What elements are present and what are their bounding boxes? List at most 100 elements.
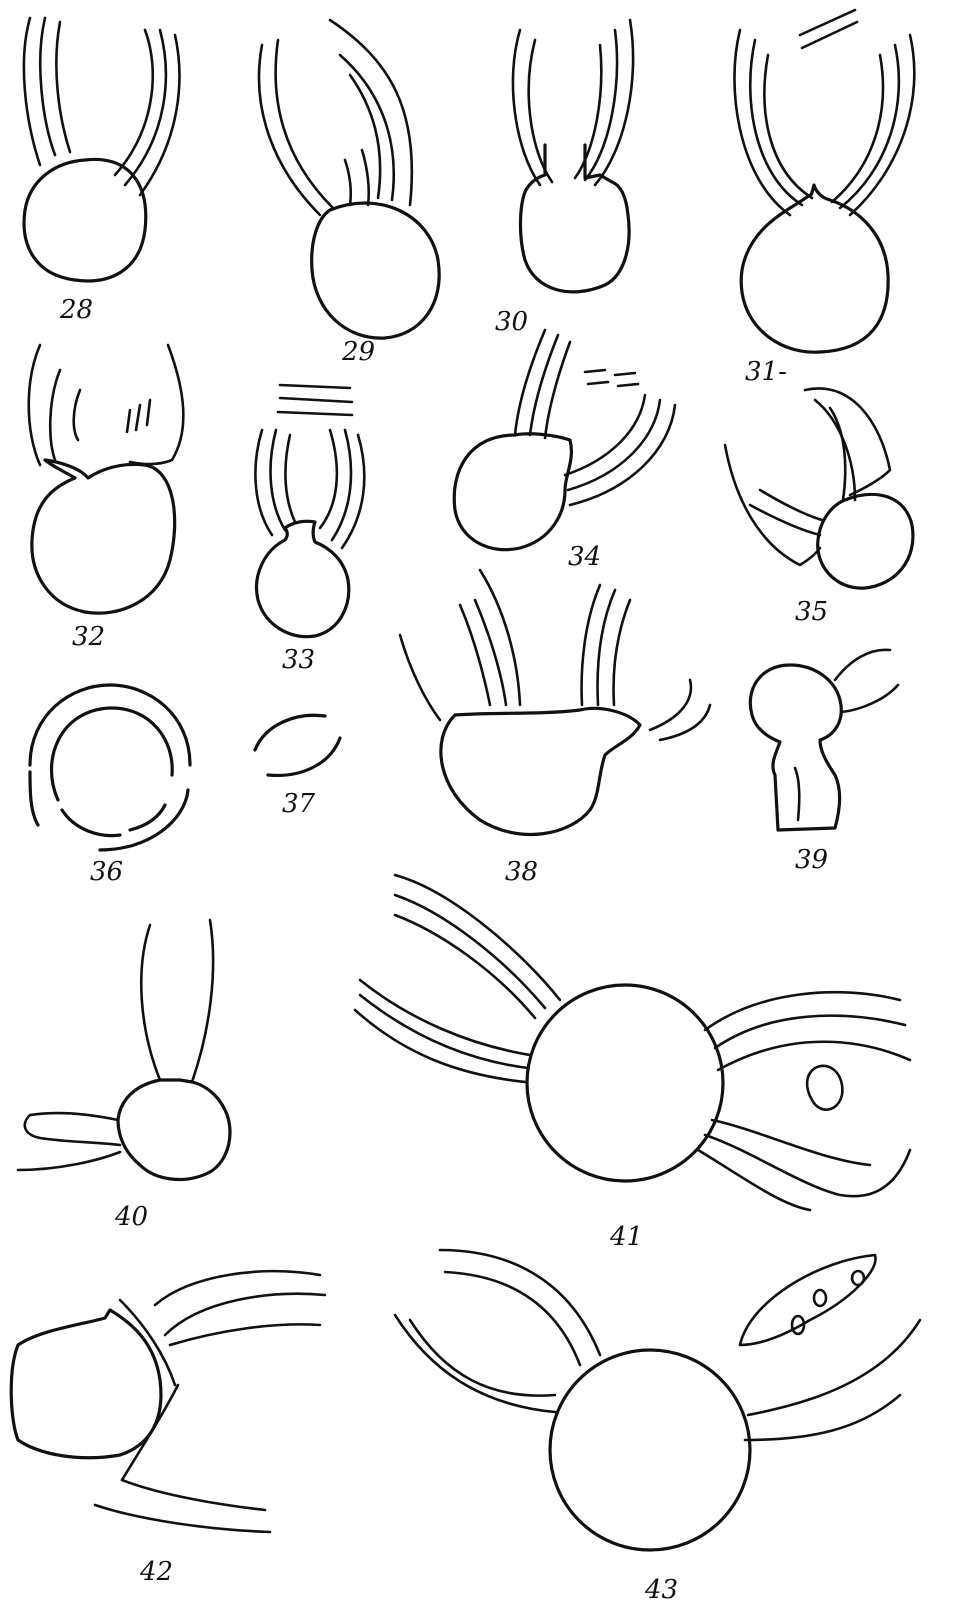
figure-37: 37	[255, 715, 340, 819]
figure-43: 43	[395, 1250, 920, 1605]
figure-34-fragment	[618, 384, 638, 386]
figure-40-lobe	[18, 1152, 120, 1170]
figure-31: 31-	[734, 10, 914, 387]
figure-41-hypha	[698, 1150, 810, 1210]
figure-36-ring-outer	[30, 772, 38, 825]
figure-29-label: 29	[341, 337, 375, 367]
figure-41-hypha	[712, 1120, 870, 1165]
figure-34-fragment	[588, 382, 608, 384]
figure-33-hypha	[320, 430, 337, 528]
figure-34-hypha	[565, 395, 645, 475]
figure-43-hypha	[740, 1255, 876, 1345]
figure-42-hypha	[95, 1505, 270, 1532]
figure-33-fragment	[280, 398, 352, 402]
figure-41-hypha	[395, 875, 560, 1000]
figure-31-hypha	[764, 55, 812, 198]
figure-43-hypha	[440, 1250, 600, 1355]
figure-41-hypha	[360, 980, 530, 1055]
figure-28-label: 28	[59, 295, 93, 325]
figure-33-body	[257, 521, 349, 636]
figure-28-hypha	[24, 18, 40, 165]
figure-34-body	[454, 434, 571, 550]
figure-32: 32	[29, 345, 184, 652]
figure-31-body	[741, 185, 888, 352]
figure-32-hypha	[29, 345, 40, 465]
figure-38-hypha	[650, 680, 691, 730]
figure-40-label: 40	[114, 1202, 148, 1232]
figure-43-hypha	[395, 1315, 555, 1412]
figure-43-hypha	[745, 1395, 900, 1440]
figure-32-fragment	[127, 410, 130, 432]
figure-31-fragment	[802, 22, 857, 48]
figure-29-hypha	[276, 40, 333, 208]
figure-40-stalk	[141, 925, 160, 1080]
figure-34-label: 34	[568, 542, 601, 572]
figure-30-hypha	[529, 40, 552, 182]
figure-34-hypha	[530, 335, 558, 435]
figure-30-hypha	[513, 30, 540, 185]
figure-32-body	[32, 460, 175, 613]
figure-28-hypha	[140, 35, 179, 195]
figure-40-lobe	[25, 1113, 120, 1145]
figure-32-fragment	[136, 405, 140, 430]
figure-35-hypha	[725, 445, 820, 565]
figure-34-hypha	[570, 405, 675, 505]
figure-34-hypha	[568, 400, 660, 490]
figure-37-arc	[268, 738, 340, 775]
figure-41-hypha	[355, 1010, 525, 1082]
figure-29-hypha	[362, 150, 369, 205]
figure-31-fragment	[800, 10, 855, 35]
figure-35-body	[818, 494, 913, 588]
figure-33-fragment	[278, 412, 352, 415]
figure-33: 33	[255, 385, 364, 675]
figure-28-hypha	[56, 22, 70, 152]
figure-38-label: 38	[505, 857, 538, 887]
figure-35-label: 35	[795, 597, 828, 627]
figure-41-hypha	[360, 995, 528, 1068]
figure-41-hypha	[395, 915, 535, 1018]
figure-41-cell	[807, 1066, 842, 1110]
figure-36-ring-outer	[100, 790, 188, 850]
figure-30: 30	[495, 20, 633, 337]
figure-39-hypha	[795, 768, 799, 820]
figure-33-fragment	[280, 385, 350, 388]
figure-34-fragment	[585, 370, 605, 372]
figure-39-hypha	[835, 650, 890, 680]
figure-41: 41	[355, 875, 910, 1252]
figure-30-label: 30	[495, 307, 528, 337]
figure-42-hypha	[122, 1385, 178, 1480]
figure-40: 40	[18, 920, 230, 1232]
figure-38-hypha	[614, 600, 630, 705]
figure-43-hypha	[410, 1320, 555, 1396]
figure-41-hypha	[705, 1135, 910, 1196]
figure-42-hypha	[122, 1480, 265, 1510]
figure-41-label: 41	[609, 1222, 643, 1252]
figure-39-hypha	[842, 685, 898, 712]
figure-42-hypha	[170, 1324, 320, 1345]
figure-36-ring-inner	[62, 810, 120, 836]
figure-43-hypha	[445, 1272, 580, 1365]
figure-37-label: 37	[282, 789, 316, 819]
figure-35-hypha	[830, 408, 845, 500]
figure-38-body	[441, 708, 640, 834]
figure-38-hypha	[460, 605, 490, 705]
figure-43-cell	[852, 1271, 864, 1285]
figure-39-body	[750, 665, 841, 830]
figure-32-hypha	[130, 345, 183, 464]
figure-35-hypha	[805, 388, 890, 495]
figure-33-hypha	[270, 430, 285, 530]
figure-39: 39	[750, 650, 898, 875]
figure-43-body	[550, 1350, 750, 1550]
figure-29-hypha	[259, 45, 320, 215]
figure-42-label: 42	[139, 1557, 173, 1587]
figure-36-ring-inner	[130, 805, 165, 830]
figure-38-hypha	[400, 635, 440, 720]
figure-37-arc	[255, 715, 325, 750]
figure-34: 34	[454, 330, 675, 572]
figure-35: 35	[725, 388, 913, 627]
figure-28-body	[24, 159, 146, 280]
figure-33-hypha	[285, 435, 295, 522]
figure-29-hypha	[350, 75, 380, 198]
figure-32-fragment	[147, 400, 150, 425]
